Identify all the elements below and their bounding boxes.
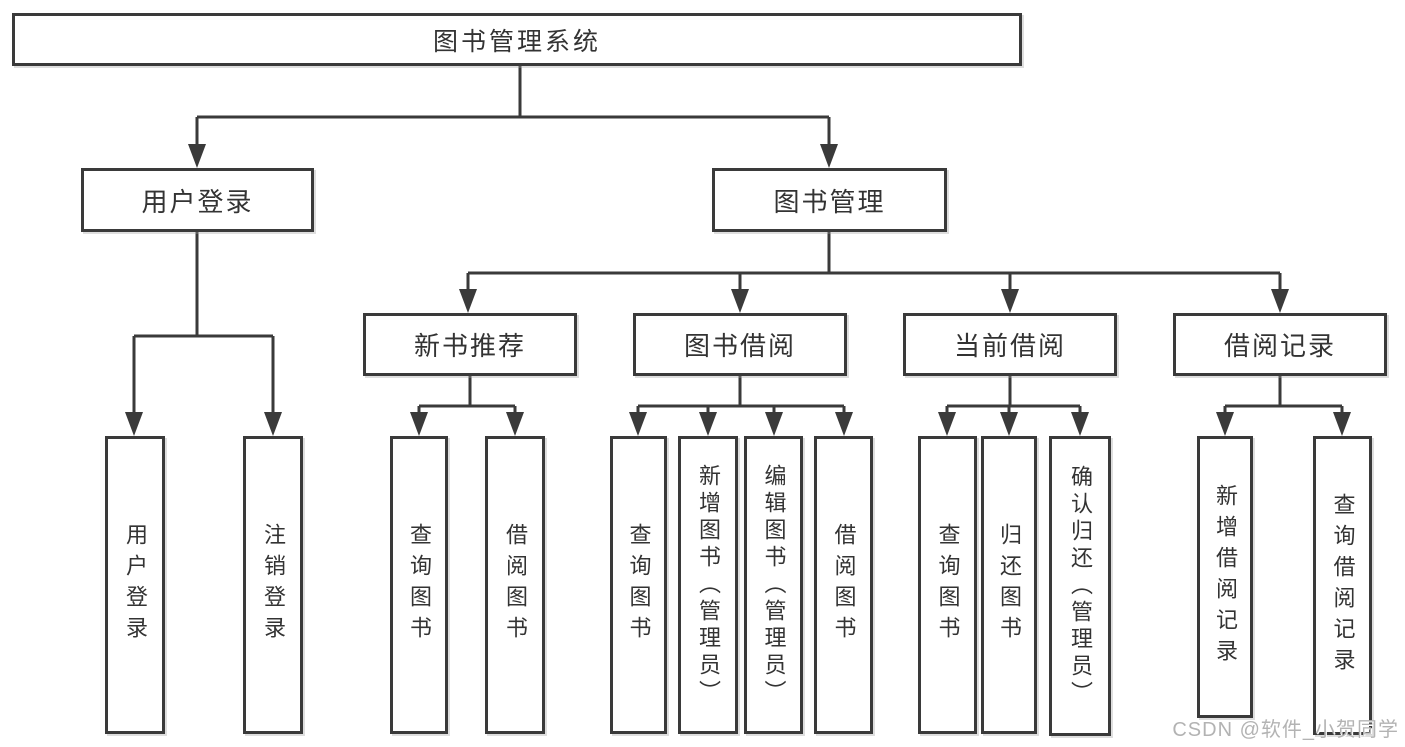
arrowhead [629,412,647,436]
node-add-borrow-record: 新增借阅记录 [1197,436,1253,718]
node-confirm-return-admin: 确认归还（管理员） [1049,436,1111,736]
arrowhead [731,289,749,313]
arrowhead [820,144,838,168]
arrowhead [765,412,783,436]
node-new-book-recommend: 新书推荐 [363,313,577,376]
csdn-watermark: CSDN @软件_小贺同学 [1172,719,1399,741]
node-add-books-admin: 新增图书（管理员） [678,436,738,734]
node-current-query-books: 查询图书 [918,436,977,734]
connector-current-borrow-to-children [945,376,1082,416]
arrowhead [264,412,282,436]
node-logout-action: 注销登录 [243,436,303,734]
connector-borrow-records-to-children [1223,376,1344,416]
node-borrow-records: 借阅记录 [1173,313,1387,376]
node-return-books: 归还图书 [981,436,1037,734]
arrowhead [1216,412,1234,436]
node-user-login-module: 用户登录 [81,168,314,232]
arrowheads [125,144,1351,436]
connector-user-login-to-children [132,232,275,416]
node-library-management-system: 图书管理系统 [12,13,1022,66]
arrowhead [1271,289,1289,313]
arrowhead [835,412,853,436]
arrowhead [125,412,143,436]
arrowhead [938,412,956,436]
node-borrow-books-action: 借阅图书 [814,436,873,734]
node-edit-books-admin: 编辑图书（管理员） [744,436,803,734]
connector-book-management-to-level3 [466,232,1282,295]
arrowhead [1001,289,1019,313]
connector-new-book-recommend-to-children [417,376,517,416]
connector-root-to-level2 [195,66,831,150]
arrowhead [1333,412,1351,436]
arrowhead [188,144,206,168]
node-current-borrow: 当前借阅 [903,313,1117,376]
node-borrow-query-books: 查询图书 [610,436,667,734]
node-book-borrow: 图书借阅 [633,313,847,376]
arrowhead [410,412,428,436]
node-query-borrow-record: 查询借阅记录 [1313,436,1372,735]
node-recommend-borrow-books: 借阅图书 [485,436,545,734]
node-user-login-action: 用户登录 [105,436,165,734]
arrowhead [506,412,524,436]
arrowhead [699,412,717,436]
arrowhead [1071,412,1089,436]
node-recommend-query-books: 查询图书 [390,436,448,734]
arrowhead [459,289,477,313]
arrowhead [1000,412,1018,436]
node-book-management-module: 图书管理 [712,168,947,232]
connector-book-borrow-to-children [636,376,846,416]
